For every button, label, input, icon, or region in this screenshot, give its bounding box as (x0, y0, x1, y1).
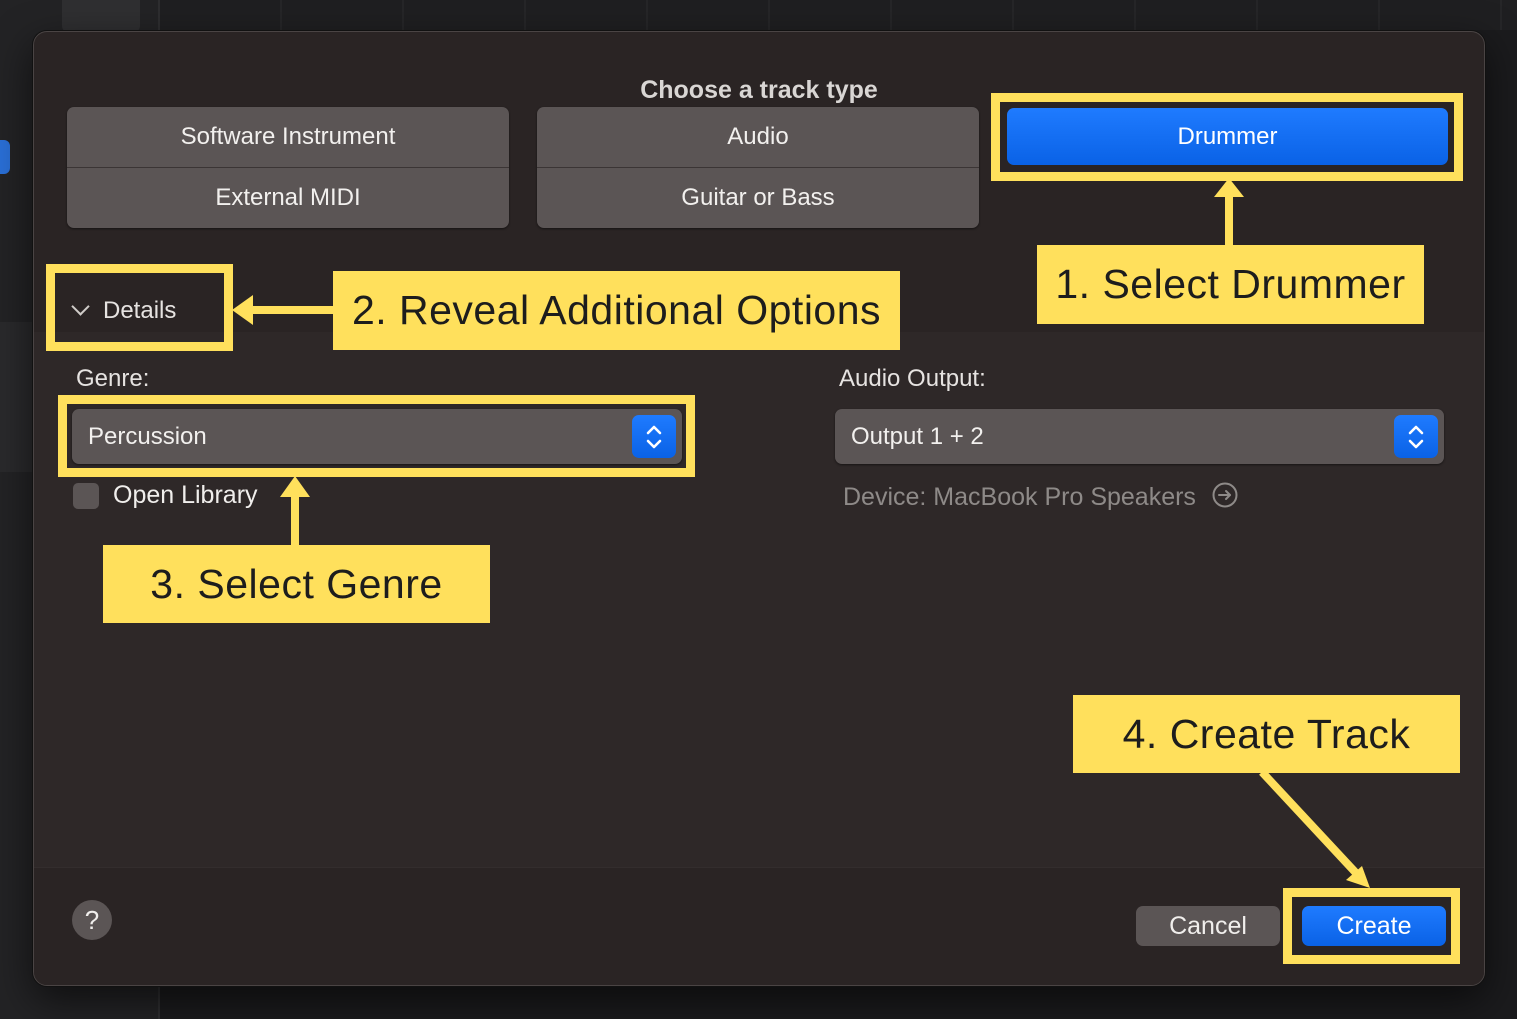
genre-popup[interactable]: Percussion (72, 409, 682, 464)
background-timeline (160, 0, 1517, 30)
highlight-genre (58, 395, 695, 477)
circle-arrow-right-icon[interactable] (1211, 481, 1239, 516)
genre-label: Genre: (76, 365, 150, 392)
audio-output-label: Audio Output: (839, 365, 986, 392)
arrowhead-step3 (280, 476, 310, 497)
highlight-create (1283, 888, 1460, 964)
device-text: Device: MacBook Pro Speakers (843, 483, 1196, 512)
open-library-checkbox[interactable] (73, 483, 99, 509)
callout-step4: 4. Create Track (1073, 695, 1460, 773)
genre-value: Percussion (88, 423, 207, 450)
background-tab (62, 0, 140, 32)
audio-output-value: Output 1 + 2 (851, 423, 984, 450)
callout-step2: 2. Reveal Additional Options (333, 271, 900, 350)
dialog-title: Choose a track type (640, 76, 878, 104)
track-type-group-midi: Software Instrument External MIDI (67, 107, 509, 228)
audio-button[interactable]: Audio (537, 107, 979, 168)
open-library-label[interactable]: Open Library (113, 481, 258, 509)
device-info: Device: MacBook Pro Speakers (843, 481, 1239, 516)
cancel-button[interactable]: Cancel (1136, 906, 1280, 946)
popup-stepper-icon (1394, 415, 1438, 458)
arrowhead-step1 (1214, 178, 1244, 197)
external-midi-button[interactable]: External MIDI (215, 184, 361, 211)
background-indicator (0, 140, 10, 174)
highlight-details (46, 264, 233, 351)
callout-step1: 1. Select Drummer (1037, 245, 1424, 324)
help-icon[interactable]: ? (72, 900, 112, 940)
details-disclosure[interactable]: Details (71, 297, 177, 325)
callout-step3: 3. Select Genre (103, 545, 490, 623)
create-button[interactable]: Create (1302, 906, 1446, 946)
popup-stepper-icon (632, 415, 676, 458)
track-type-group-audio: Audio Guitar or Bass (537, 107, 979, 228)
drummer-button[interactable]: Drummer (1007, 108, 1448, 165)
software-instrument-button[interactable]: Software Instrument (67, 107, 509, 168)
guitar-or-bass-button[interactable]: Guitar or Bass (681, 184, 835, 211)
audio-output-popup[interactable]: Output 1 + 2 (835, 409, 1444, 464)
highlight-drummer (991, 93, 1463, 181)
arrowhead-step4 (1346, 866, 1370, 888)
arrowhead-step2 (232, 295, 253, 325)
arrow-step4 (1259, 769, 1359, 876)
details-label: Details (103, 297, 177, 324)
